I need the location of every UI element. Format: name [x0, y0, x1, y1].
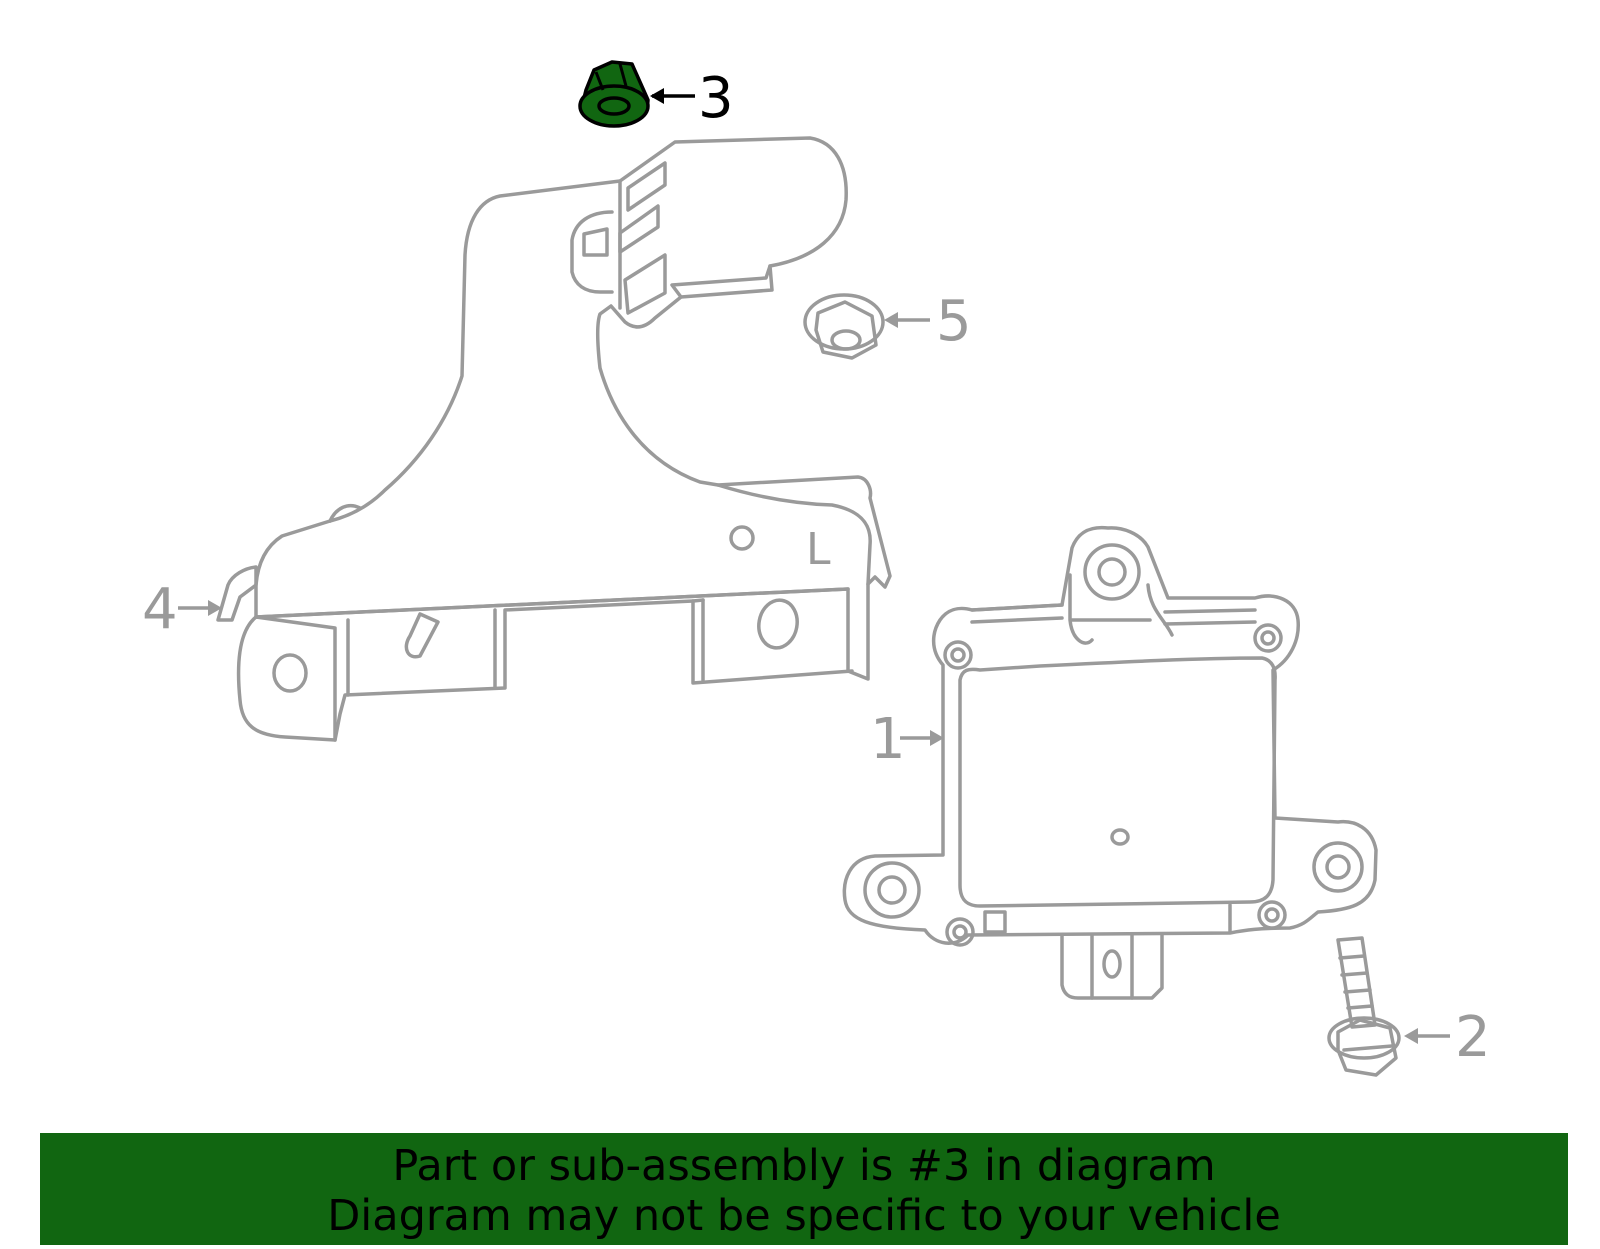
callout-5: 5: [884, 289, 972, 354]
callout-label-1: 1: [870, 707, 906, 772]
callout-1: 1: [870, 707, 944, 772]
callout-2: 2: [1404, 1005, 1491, 1070]
bracket-part-4[interactable]: L: [216, 136, 892, 742]
callout-label-4: 4: [142, 577, 178, 642]
nut-part-3[interactable]: [578, 60, 650, 128]
bolt-part-2[interactable]: [1327, 936, 1401, 1077]
info-banner: Part or sub-assembly is #3 in diagram Di…: [40, 1133, 1568, 1245]
callout-3: 3: [650, 66, 734, 131]
banner-line-1: Part or sub-assembly is #3 in diagram: [392, 1141, 1216, 1191]
bracket-marking: L: [806, 524, 831, 575]
nut-part-5[interactable]: [803, 293, 885, 360]
callout-label-2: 2: [1455, 1005, 1491, 1070]
module-part-1[interactable]: [842, 525, 1378, 1000]
callout-label-3: 3: [698, 66, 734, 131]
callout-4: 4: [142, 577, 222, 642]
callout-label-5: 5: [936, 289, 972, 354]
banner-line-2: Diagram may not be specific to your vehi…: [327, 1191, 1281, 1241]
